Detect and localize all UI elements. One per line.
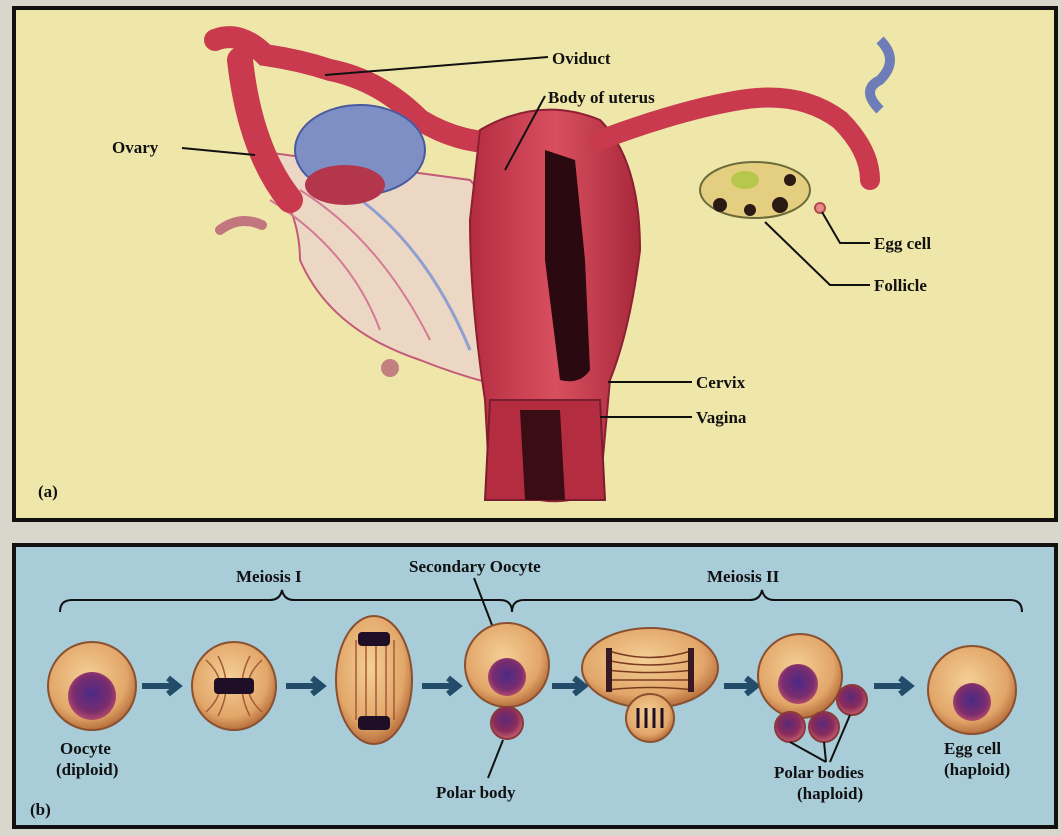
label-body-of-uterus: Body of uterus [548,88,655,107]
label-egg-cell-ploidy: (haploid) [944,760,1010,779]
panel-b-tag: (b) [30,800,51,819]
label-polar-bodies-ploidy: (haploid) [797,784,863,803]
label-oocyte: Oocyte [60,739,111,758]
label-vagina: Vagina [696,408,747,427]
label-polar-body: Polar body [436,783,516,802]
cell-egg-haploid [928,646,1016,734]
label-oocyte-ploidy: (diploid) [56,760,118,779]
label-secondary-oocyte: Secondary Oocyte [409,557,541,576]
label-polar-bodies: Polar bodies [774,763,864,782]
label-egg-cell-b: Egg cell [944,739,1001,758]
cell-metaphase-1 [192,642,276,730]
label-meiosis-1: Meiosis I [236,567,302,586]
label-oviduct: Oviduct [552,49,611,68]
cell-anaphase-1 [336,616,412,744]
label-meiosis-2: Meiosis II [707,567,780,586]
cell-oocyte [48,642,136,730]
label-egg-cell-a: Egg cell [874,234,931,253]
label-follicle: Follicle [874,276,927,295]
label-cervix: Cervix [696,373,746,392]
label-ovary: Ovary [112,138,159,157]
panel-a-tag: (a) [38,482,58,501]
